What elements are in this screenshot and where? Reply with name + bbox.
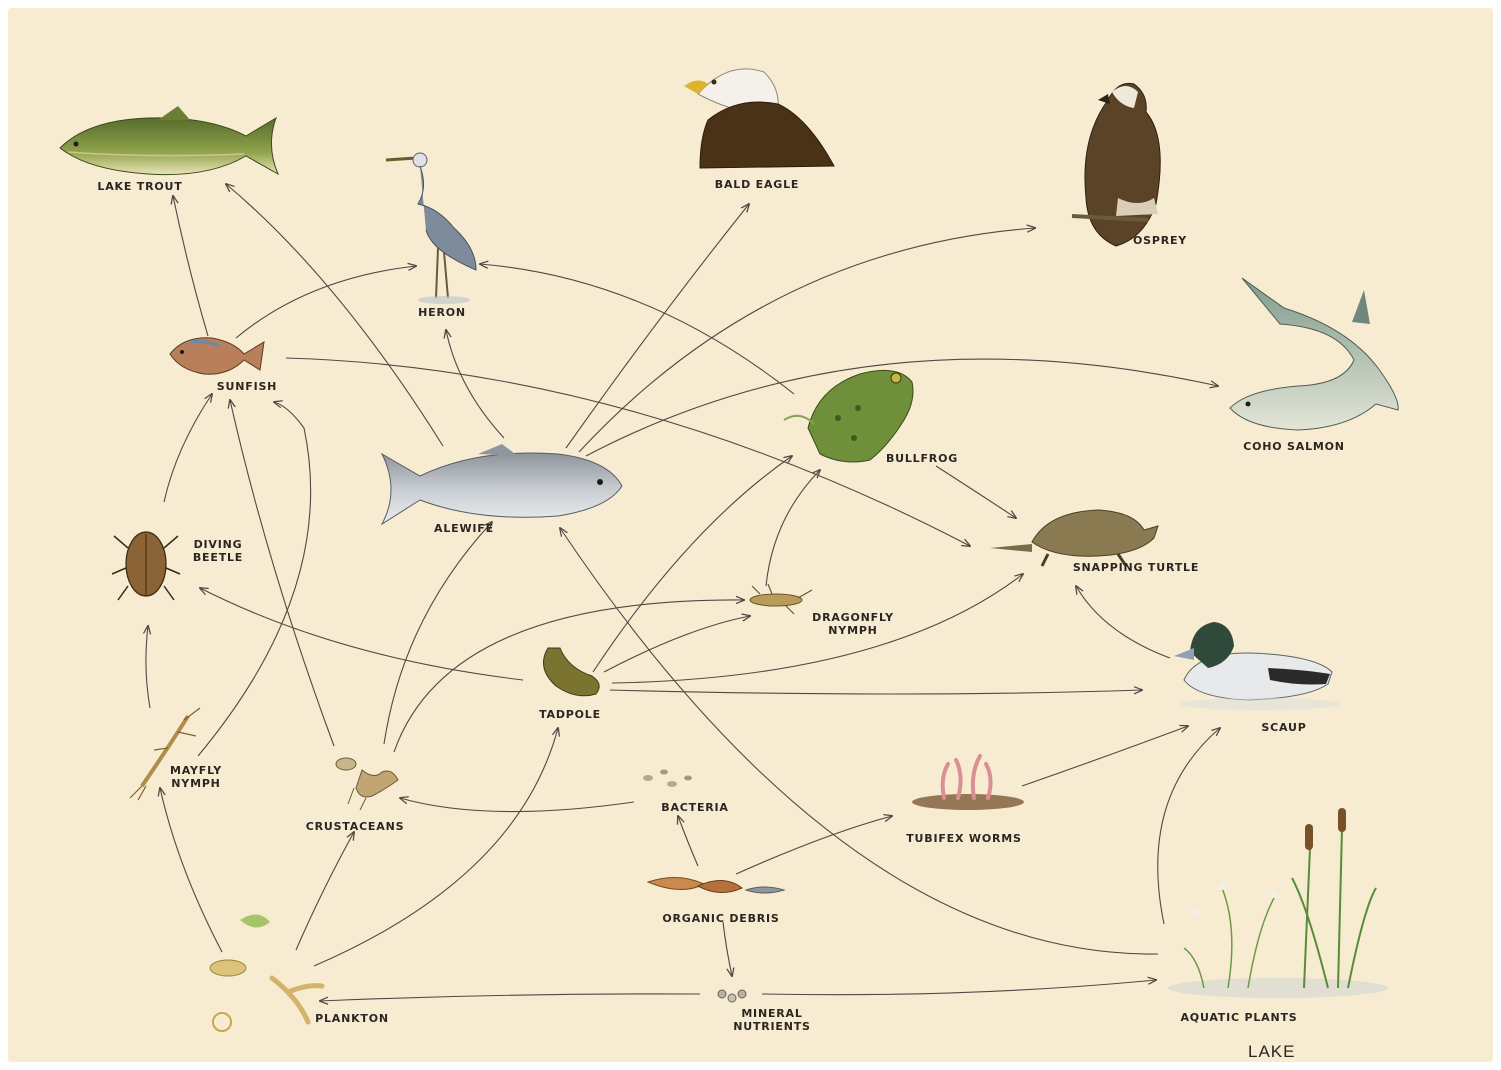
arrow-bullfrog-to-heron — [480, 264, 794, 394]
label-sunfish: SUNFISH — [217, 380, 277, 393]
arrow-aquaticplants-to-scaup — [1158, 728, 1220, 924]
arrow-alewife-to-laketrout — [226, 184, 443, 446]
arrow-organicdebris-to-mineral — [723, 922, 732, 976]
heron-illustration — [386, 153, 476, 304]
arrow-tadpole-to-scaup — [610, 690, 1142, 694]
label-heron: HERON — [418, 306, 466, 319]
diving-beetle-illustration — [112, 532, 180, 600]
label-tadpole: TADPOLE — [539, 708, 601, 721]
arrow-divingbeetle-to-sunfish — [164, 394, 212, 502]
tadpole-illustration — [544, 648, 600, 696]
label-plankton: PLANKTON — [315, 1012, 389, 1025]
arrow-organicdebris-to-bacteria — [678, 816, 698, 866]
label-bacteria: BACTERIA — [661, 801, 728, 814]
label-coho-salmon: COHO SALMON — [1243, 440, 1345, 453]
label-dragonfly-nymph: DRAGONFLY NYMPH — [812, 611, 894, 637]
arrow-mayflynymph-to-divingbeetle — [146, 626, 150, 708]
arrow-tubifex-to-scaup — [1022, 726, 1188, 786]
bald-eagle-illustration — [684, 69, 834, 168]
aquatic-plants-illustration — [1168, 808, 1388, 998]
arrow-mayflynymph-to-sunfish — [198, 402, 311, 756]
arrow-tadpole-to-divingbeetle — [200, 588, 523, 680]
plankton-illustration — [210, 914, 322, 1031]
food-web-diagram — [8, 8, 1493, 1062]
label-diving-beetle: DIVING BEETLE — [193, 538, 243, 564]
arrow-sunfish-to-laketrout — [173, 196, 208, 336]
crustaceans-illustration — [336, 758, 398, 810]
bacteria-illustration — [643, 770, 692, 788]
label-snapping-turtle: SNAPPING TURTLE — [1073, 561, 1199, 574]
lake-trout-illustration — [60, 106, 278, 175]
label-scaup: SCAUP — [1261, 721, 1306, 734]
snapping-turtle-illustration — [990, 510, 1158, 566]
arrow-mineral-to-plankton — [320, 994, 700, 1001]
dragonfly-nymph-illustration — [750, 584, 812, 614]
food-web-poster: LAKE TROUT HERON BALD EAGLE OSPREY COHO … — [8, 8, 1493, 1062]
arrow-alewife-to-heron — [446, 330, 504, 438]
label-aquatic-plants: AQUATIC PLANTS — [1180, 1011, 1297, 1024]
arrow-mineral-to-aquaticplants — [762, 980, 1156, 995]
scaup-illustration — [1174, 622, 1340, 710]
arrow-bullfrog-to-snappingturtle — [936, 466, 1016, 518]
label-organic-debris: ORGANIC DEBRIS — [662, 912, 779, 925]
label-bald-eagle: BALD EAGLE — [715, 178, 799, 191]
label-lake-trout: LAKE TROUT — [97, 180, 182, 193]
label-tubifex-worms: TUBIFEX WORMS — [906, 832, 1021, 845]
arrow-sunfish-to-heron — [236, 266, 416, 338]
coho-salmon-illustration — [1230, 278, 1398, 430]
sunfish-illustration — [170, 338, 264, 374]
label-lake: LAKE — [1248, 1042, 1295, 1062]
arrow-tadpole-to-bullfrog — [593, 456, 792, 672]
label-mineral-nutrients: MINERAL NUTRIENTS — [733, 1007, 811, 1033]
arrow-scaup-to-snappingturtle — [1076, 586, 1170, 658]
arrow-plankton-to-mayflynymph — [160, 788, 222, 952]
label-mayfly-nymph: MAYFLY NYMPH — [170, 764, 222, 790]
arrow-crustaceans-to-sunfish — [230, 400, 334, 746]
label-crustaceans: CRUSTACEANS — [306, 820, 405, 833]
label-osprey: OSPREY — [1133, 234, 1187, 247]
arrow-bacteria-to-crustaceans — [400, 798, 634, 812]
arrow-crustaceans-to-alewife — [384, 522, 492, 744]
label-bullfrog: BULLFROG — [886, 452, 958, 465]
arrow-alewife-to-baldeagle — [566, 204, 749, 448]
mineral-nutrients-illustration — [718, 990, 746, 1002]
label-alewife: ALEWIFE — [434, 522, 494, 535]
arrow-aquaticplants-to-alewife — [560, 528, 1158, 954]
tubifex-worms-illustration — [912, 756, 1024, 810]
organic-debris-illustration — [648, 877, 784, 893]
arrow-plankton-to-crustaceans — [296, 832, 354, 950]
arrow-dragonflynymph-to-bullfrog — [766, 470, 820, 586]
arrow-organicdebris-to-tubifex — [736, 816, 892, 874]
bullfrog-illustration — [784, 370, 913, 462]
osprey-illustration — [1072, 83, 1160, 246]
